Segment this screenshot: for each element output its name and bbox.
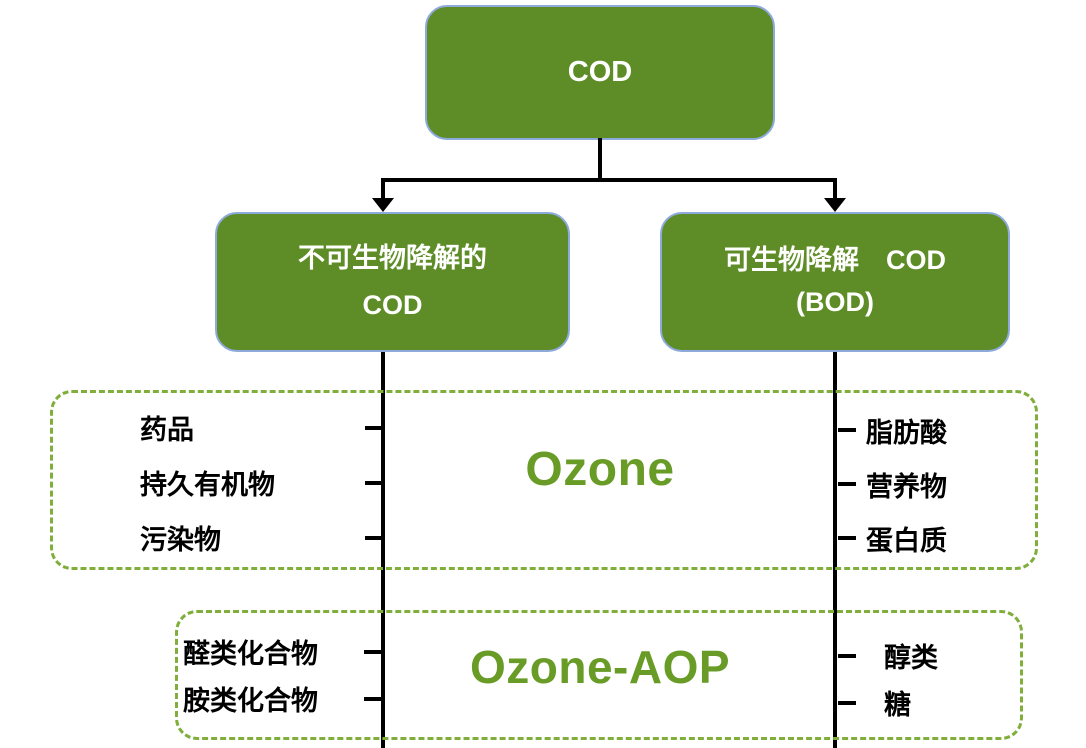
ozone-aop-section-box: [175, 610, 1023, 740]
item-label: 蛋白质: [866, 525, 947, 556]
list-item: 持久有机物: [140, 455, 383, 510]
tick-mark: [838, 482, 856, 486]
aop-left-items: 醛类化合物 胺类化合物: [183, 628, 382, 722]
node-nonbiodegradable-line1: 不可生物降解的: [298, 242, 487, 273]
list-item: 药品: [140, 400, 383, 455]
item-label: 脂肪酸: [866, 417, 947, 448]
connector-root-stem: [598, 138, 602, 182]
tick-mark: [365, 480, 383, 485]
node-biodegradable-cod: 可生物降解 COD (BOD): [660, 212, 1010, 352]
item-label: 糖: [884, 690, 911, 720]
list-item: 胺类化合物: [183, 675, 382, 722]
item-label: 药品: [140, 415, 194, 445]
node-cod-root: COD: [425, 5, 775, 140]
node-biodegradable-line2: (BOD): [796, 287, 874, 317]
connector-cross-bar: [381, 178, 837, 182]
list-item: 糖: [838, 679, 1018, 726]
item-label: 醇类: [884, 643, 938, 673]
tick-mark: [838, 700, 856, 705]
ozone-right-items: 脂肪酸 营养物 蛋白质: [838, 403, 1048, 565]
list-item: 醛类化合物: [183, 628, 382, 675]
arrowhead-right-icon: [824, 198, 846, 212]
trunk-line-right: [833, 352, 837, 748]
trunk-line-left: [381, 352, 385, 748]
connector-right-stem: [833, 178, 837, 202]
list-item: 污染物: [140, 510, 383, 565]
tick-mark: [365, 425, 383, 430]
aop-right-items: 醇类 糖: [838, 632, 1018, 726]
tick-mark: [838, 653, 856, 658]
item-label: 污染物: [140, 525, 221, 555]
item-label: 胺类化合物: [183, 686, 318, 716]
tick-mark: [365, 535, 383, 540]
list-item: 醇类: [838, 632, 1018, 679]
item-label: 营养物: [866, 471, 947, 502]
tick-mark: [364, 696, 382, 701]
node-nonbiodegradable-cod: 不可生物降解的 COD: [215, 212, 570, 352]
node-nonbiodegradable-line2: COD: [362, 290, 423, 320]
arrowhead-left-icon: [372, 198, 394, 212]
item-label: 持久有机物: [140, 470, 275, 500]
ozone-section-box: [50, 390, 1038, 570]
list-item: 蛋白质: [838, 511, 1048, 565]
node-biodegradable-line1: 可生物降解 COD: [724, 245, 946, 276]
list-item: 脂肪酸: [838, 403, 1048, 457]
ozone-section-title: Ozone: [525, 443, 675, 496]
tick-mark: [838, 428, 856, 432]
tick-mark: [364, 649, 382, 654]
connector-left-stem: [381, 178, 385, 202]
tick-mark: [838, 536, 856, 540]
node-cod-root-label: COD: [567, 56, 633, 88]
ozone-aop-section-title: Ozone-AOP: [469, 641, 731, 693]
ozone-left-items: 药品 持久有机物 污染物: [140, 400, 383, 565]
item-label: 醛类化合物: [183, 639, 318, 669]
list-item: 营养物: [838, 457, 1048, 511]
